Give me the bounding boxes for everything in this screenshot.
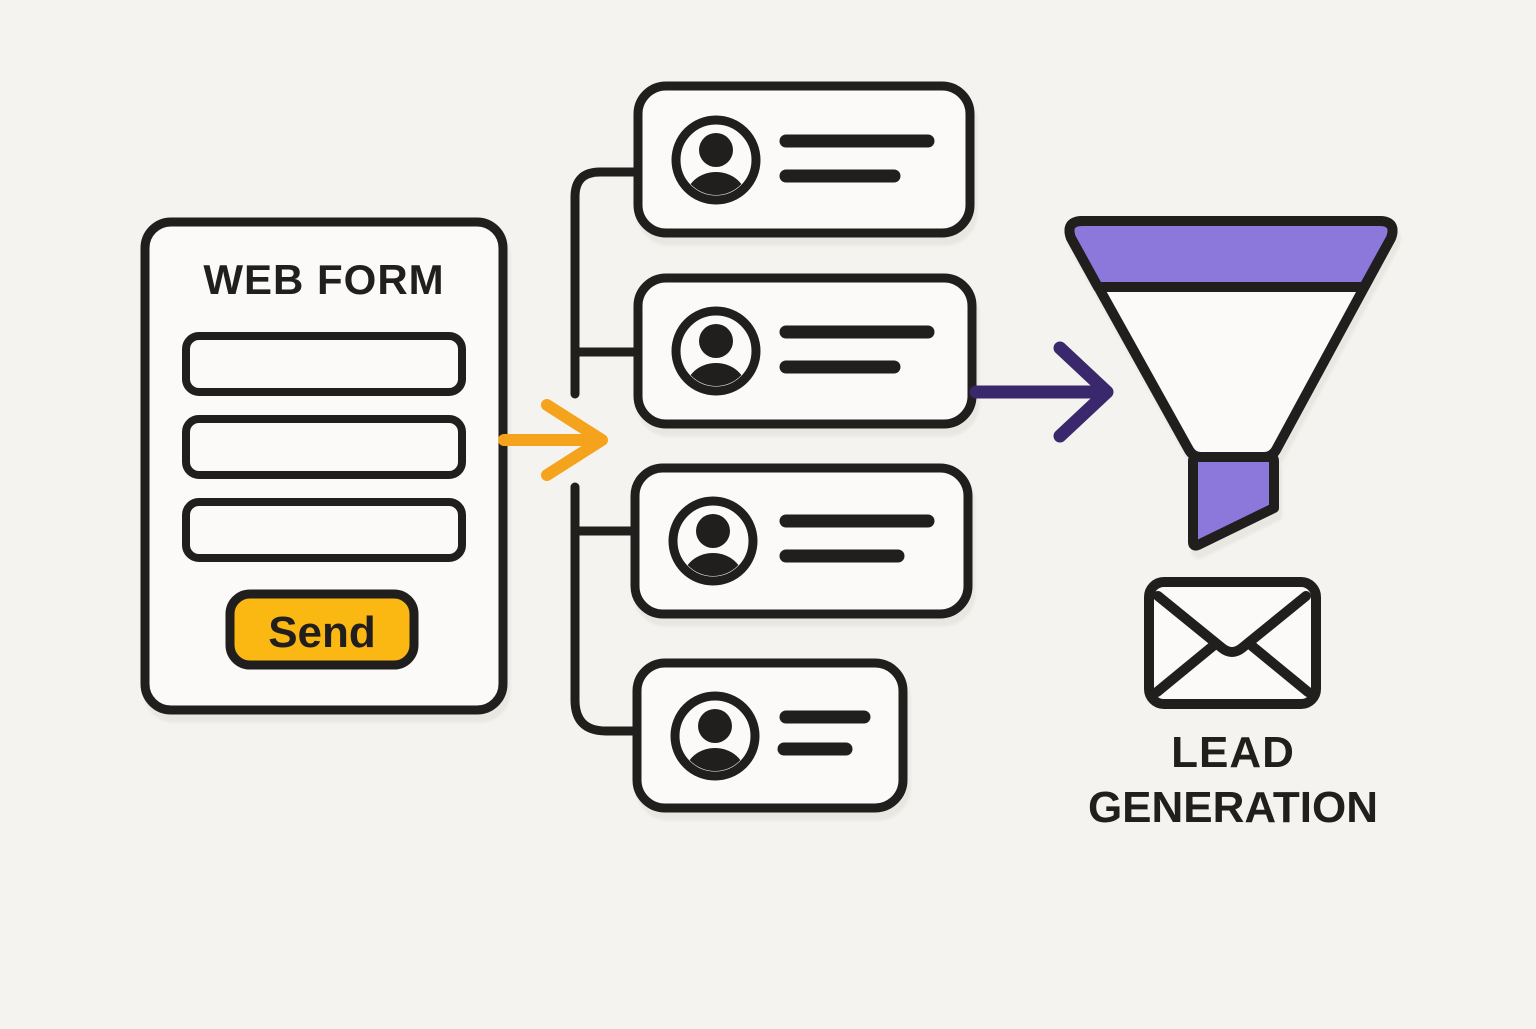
funnel-top-band [1064,216,1398,292]
funnel-spout [1188,452,1279,551]
connector-upper-trunk [570,167,643,399]
contact-card [633,81,975,238]
caption-line-2: GENERATION [1088,783,1378,832]
lead-card-2 [633,273,977,429]
lead-card-1 [633,81,975,238]
envelope-body [1144,577,1321,709]
connector-lower-trunk [570,482,642,736]
send-button[interactable]: Send [225,589,419,670]
web-form: WEB FORM Send [140,217,508,715]
contact-card [633,273,977,429]
contact-card [630,463,973,619]
lead-card-4 [632,658,908,813]
form-input-field-2[interactable] [182,415,466,479]
funnel-icon [1064,216,1398,551]
send-button-label[interactable]: Send [268,608,376,657]
connector-tree [570,167,643,736]
leads-to-funnel-arrow [969,341,1114,443]
envelope-icon [1144,577,1321,709]
lead-generation-caption: LEAD GENERATION [1088,728,1378,832]
caption-line-1: LEAD [1171,728,1295,777]
orange-arrow-head [541,399,608,481]
lead-card-3 [630,463,973,619]
envelope-fold-right [1247,641,1313,697]
envelope-fold-left [1152,641,1218,697]
indigo-arrow-head [1053,341,1114,443]
form-input-field-3[interactable] [182,498,466,562]
send-button-background[interactable] [225,589,419,670]
web-form-title: WEB FORM [203,256,444,303]
form-to-leads-arrow [498,399,608,481]
form-input-field-1[interactable] [182,332,466,396]
envelope-flap [1153,591,1311,657]
